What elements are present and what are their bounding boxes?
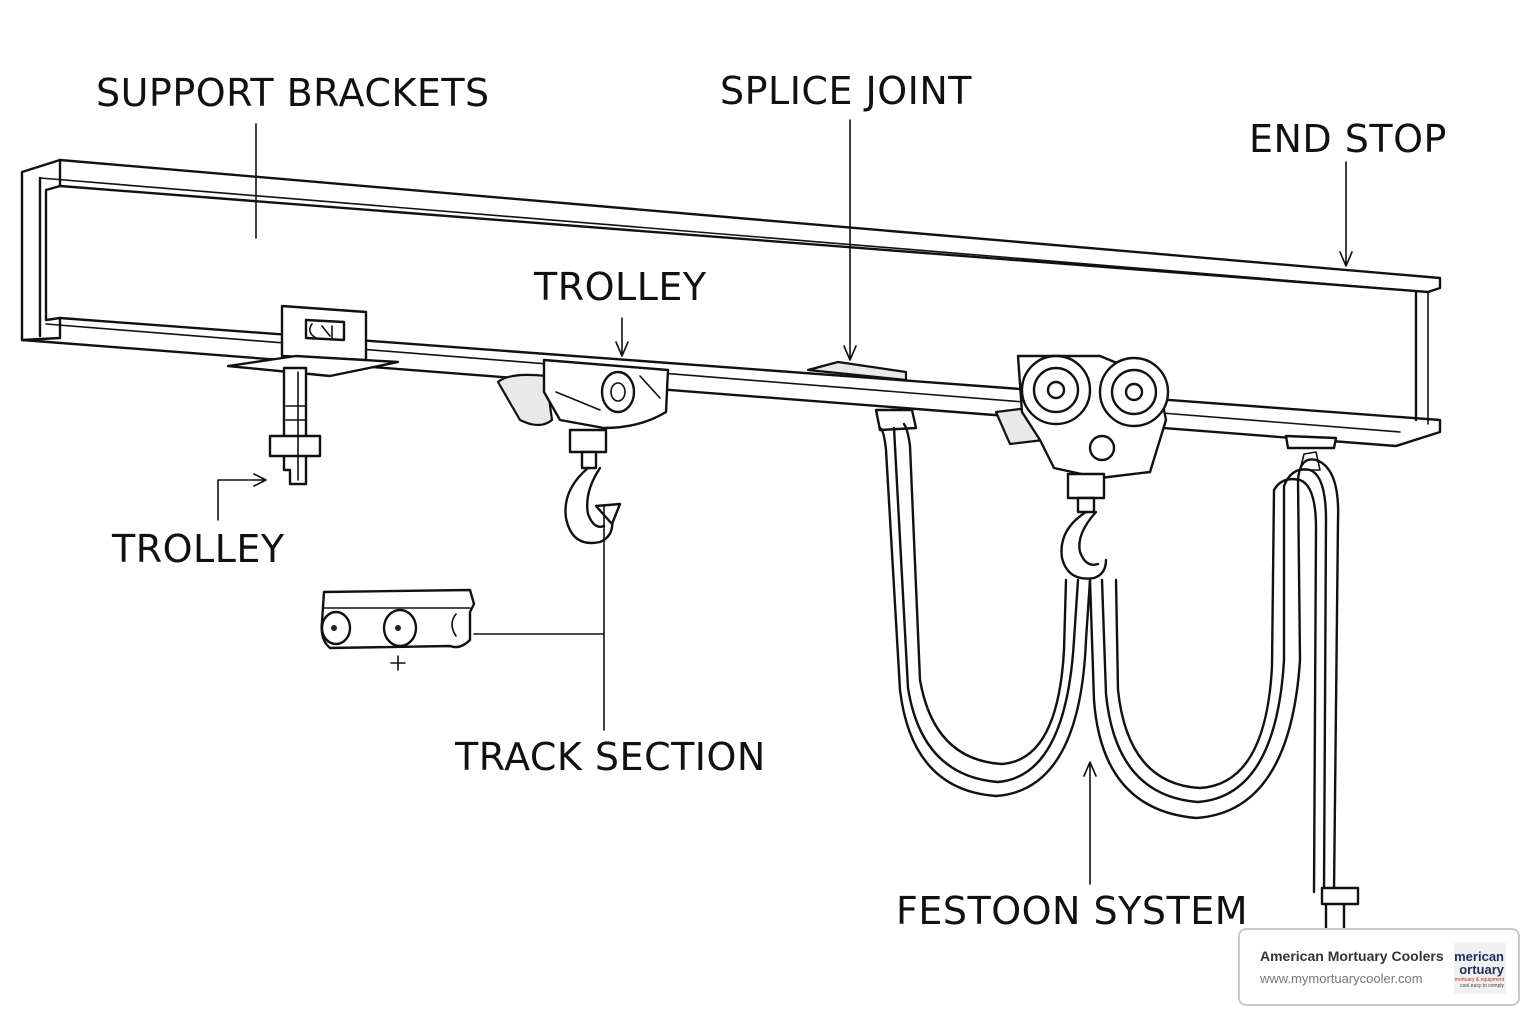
watermark-url[interactable]: www.mymortuarycooler.com (1260, 971, 1423, 986)
label-end-stop: END STOP (1249, 117, 1447, 161)
logo-line-4: cool easy to comply (1460, 983, 1504, 989)
leader-lines (217, 119, 1353, 885)
beam-top-flange (58, 158, 1442, 294)
label-trolley-left: TROLLEY (112, 527, 285, 571)
label-trolley-top: TROLLEY (534, 265, 707, 309)
label-track-section: TRACK SECTION (455, 735, 766, 779)
logo-line-3: mortuary & equipment (1454, 977, 1504, 983)
trolley-hook (564, 466, 614, 545)
festoon-trolley (994, 354, 1170, 580)
logo-line-1: merican (1454, 949, 1504, 964)
watermark-name: American Mortuary Coolers (1260, 948, 1444, 964)
trolley-middle (496, 358, 670, 545)
cable-clamp-right (1284, 434, 1338, 450)
cable-clamp-left (874, 408, 918, 432)
label-support-brackets: SUPPORT BRACKETS (96, 71, 490, 115)
label-splice-joint: SPLICE JOINT (720, 69, 972, 113)
festoon-hook (1060, 510, 1108, 580)
i-beam (20, 158, 1442, 448)
festoon-cables (878, 422, 1360, 942)
splice-joint-plate (806, 360, 908, 382)
label-festoon-system: FESTOON SYSTEM (896, 889, 1248, 933)
watermark-badge[interactable]: American Mortuary Coolers www.mymortuary… (1238, 928, 1520, 1006)
track-section-piece (320, 588, 476, 671)
logo-line-2: ortuary (1459, 962, 1504, 977)
beam-end-face (20, 158, 62, 342)
support-bracket (226, 304, 400, 486)
watermark-logo-icon: merican ortuary mortuary & equipment coo… (1454, 942, 1506, 994)
beam-bottom-flange (20, 316, 1442, 448)
